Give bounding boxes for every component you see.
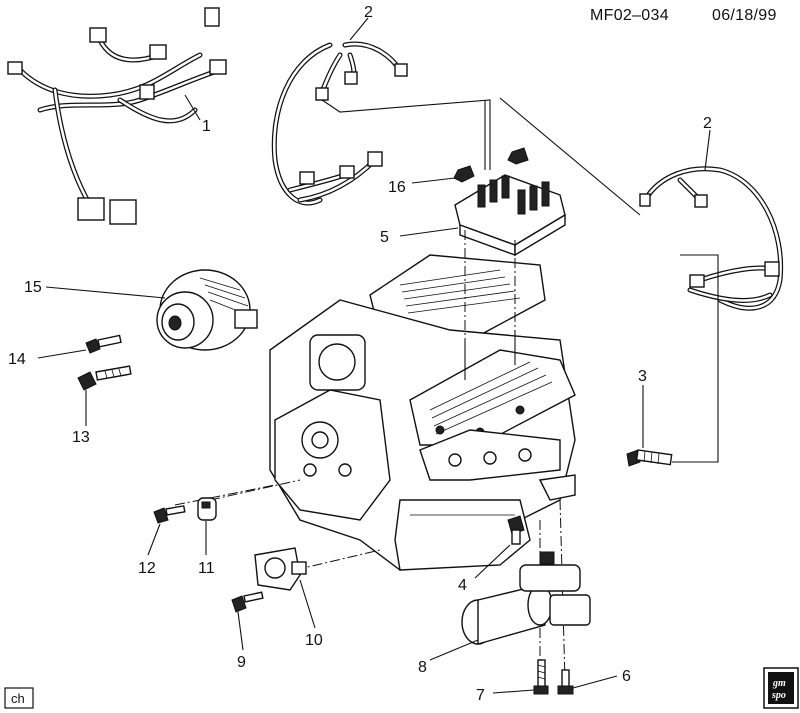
diagram-date: 06/18/99	[712, 7, 777, 24]
housing-part-10	[254, 547, 316, 629]
callout-2-left: 2	[364, 4, 373, 21]
nut-part-16	[411, 147, 529, 184]
bolt-part-14	[37, 334, 122, 359]
svg-text:gm: gm	[772, 678, 786, 689]
callout-10: 10	[305, 632, 323, 649]
callout-1: 1	[202, 118, 211, 135]
callout-6: 6	[622, 668, 631, 685]
callout-12: 12	[138, 560, 156, 577]
spark-plug-wires-part-2-right	[639, 129, 784, 311]
callout-3: 3	[638, 368, 647, 385]
starter-motor-part-8	[429, 551, 591, 661]
mount-stud-part-4	[474, 515, 525, 579]
gm-spo-logo: gm spo	[763, 667, 799, 709]
bolt-part-7	[492, 659, 549, 695]
callout-16: 16	[388, 179, 406, 196]
callout-8: 8	[418, 659, 427, 676]
alternator-part-15	[45, 269, 258, 351]
callout-7: 7	[476, 687, 485, 704]
ignition-coil-part-5	[399, 174, 566, 257]
callout-13: 13	[72, 429, 90, 446]
wire-routing-lines	[321, 97, 719, 463]
callout-4: 4	[458, 577, 467, 594]
diagram-code: MF02–034	[590, 7, 669, 24]
sensor-part-11	[197, 497, 217, 555]
engine-block	[269, 254, 576, 571]
bolt-part-6	[557, 669, 618, 695]
callout-9: 9	[237, 654, 246, 671]
svg-text:ch: ch	[11, 691, 25, 706]
bolt-part-9	[231, 591, 264, 651]
callout-2-right: 2	[703, 115, 712, 132]
bolt-part-12	[147, 505, 186, 556]
callout-11: 11	[198, 560, 215, 577]
bolt-part-13	[77, 365, 132, 426]
wiring-harness-part-1	[7, 7, 227, 225]
spark-plug-part-3	[626, 385, 673, 467]
callout-5: 5	[380, 229, 389, 246]
svg-text:spo: spo	[771, 690, 786, 701]
spark-plug-wires-part-2-left	[271, 17, 408, 206]
corner-tag: ch	[4, 687, 34, 709]
callout-15: 15	[24, 279, 42, 296]
callout-14: 14	[8, 351, 26, 368]
